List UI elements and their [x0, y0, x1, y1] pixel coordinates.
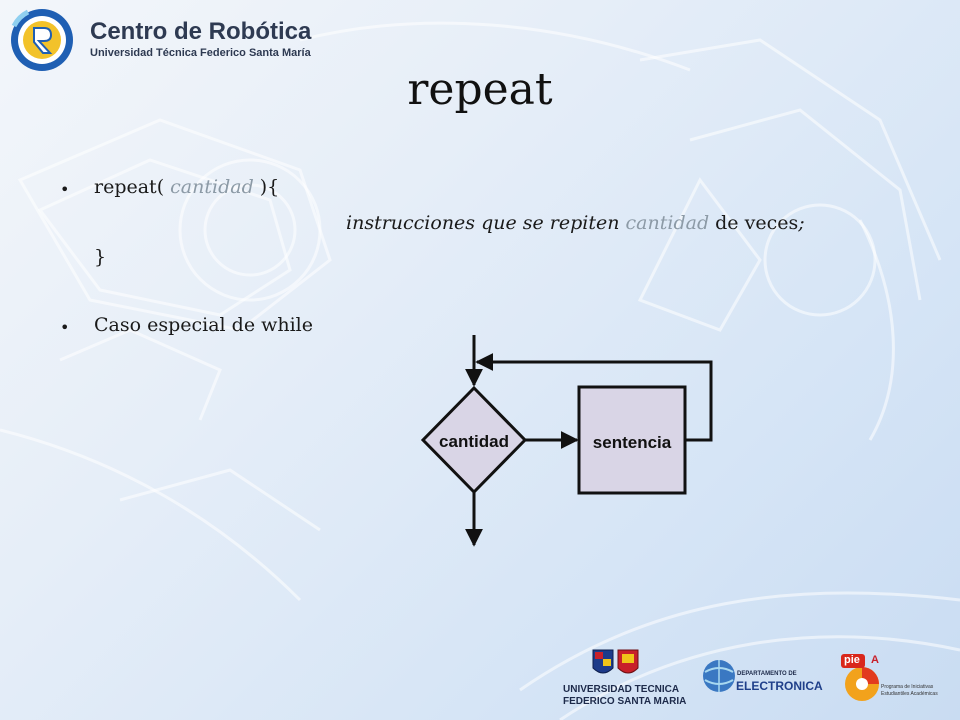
piea-logo-a: A: [871, 654, 879, 666]
depto-big-text: ELECTRONICA: [736, 679, 823, 693]
code-body-suffix: de veces: [709, 212, 799, 234]
footer-logos: UNIVERSIDAD TECNICA FEDERICO SANTA MARIA…: [555, 640, 955, 720]
piea-line2: Estudiantiles Académicas: [881, 691, 938, 697]
code-line-close: }: [94, 246, 107, 268]
process-label: sentencia: [593, 433, 672, 452]
process-box: [577, 385, 687, 495]
code-body-text: instrucciones que se repiten: [346, 212, 626, 234]
utfsm-line1: UNIVERSIDAD TECNICA: [563, 684, 680, 695]
code-param: cantidad: [170, 176, 254, 198]
repeat-flowchart: cantidad sentencia: [420, 335, 713, 547]
bullet-while: Caso especial de while: [94, 314, 314, 336]
depto-small-text: DEPARTAMENTO DE: [737, 671, 797, 677]
piea-logo-text: pie: [844, 654, 860, 666]
code-line-repeat: repeat( cantidad ){: [94, 176, 279, 198]
logo-title: Centro de Robótica: [90, 18, 312, 45]
bullet-marker: •: [60, 180, 70, 199]
centro-robotica-logo: Centro de Robótica Universidad Técnica F…: [6, 4, 311, 71]
piea-emblem-icon: [841, 654, 879, 701]
code-line-body: instrucciones que se repiten cantidad de…: [346, 212, 805, 234]
utfsm-crest-icon: [592, 649, 639, 674]
loop-back-arrow: [475, 353, 713, 442]
logo-subtitle: Universidad Técnica Federico Santa María: [90, 47, 311, 59]
code-body-param: cantidad: [625, 212, 710, 234]
slide-title: repeat: [407, 64, 553, 115]
piea-line1: Programa de Iniciativas: [881, 684, 934, 690]
bullet-marker: •: [60, 318, 70, 337]
code-brace: ){: [253, 176, 280, 198]
electronica-globe-icon: [703, 660, 735, 692]
code-semicolon: ;: [798, 212, 805, 234]
decision-label: cantidad: [439, 432, 509, 451]
robot-emblem-icon: [11, 9, 73, 71]
code-keyword: repeat(: [94, 176, 171, 198]
utfsm-line2: FEDERICO SANTA MARIA: [563, 696, 687, 707]
